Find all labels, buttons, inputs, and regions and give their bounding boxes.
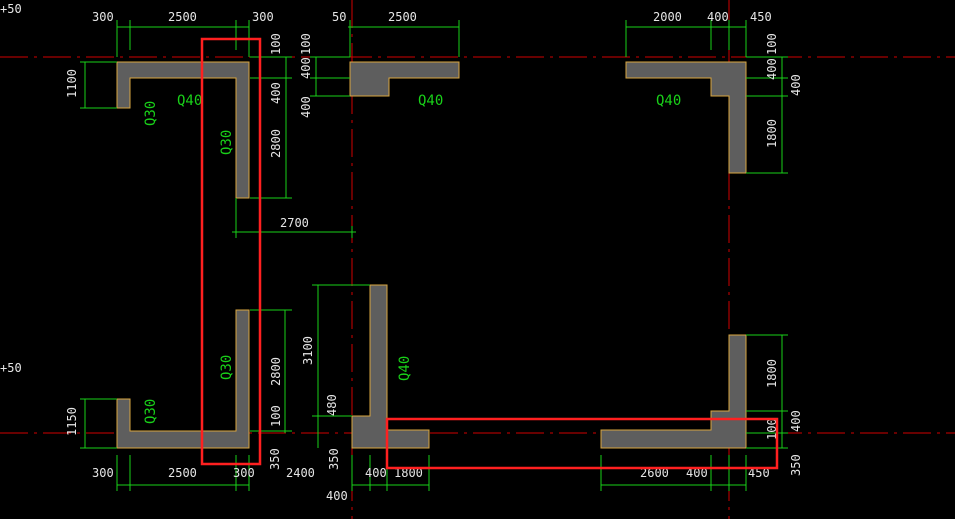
dim-text: 3100: [301, 336, 315, 365]
dim-text: 1100: [65, 69, 79, 98]
dim-text: 300: [92, 466, 114, 480]
dim-text: 400: [326, 489, 348, 503]
dim-text: 300: [233, 466, 255, 480]
dim-text: 400: [269, 82, 283, 104]
wall-bottom-middle: [351, 284, 430, 449]
dim-text: 400: [707, 10, 729, 24]
dim-text: 400: [365, 466, 387, 480]
wall-top-right: [625, 61, 747, 174]
dim-text: 400: [686, 466, 708, 480]
dim-text: 400: [765, 58, 779, 80]
dim-text: 300: [252, 10, 274, 24]
wall-label: Q40: [397, 356, 413, 381]
dim-text: 100: [269, 405, 283, 427]
dim-text: 1800: [765, 359, 779, 388]
wall-label: Q40: [177, 93, 202, 109]
dim-text: 2700: [280, 216, 309, 230]
dim-text: 450: [748, 466, 770, 480]
dim-text: 400: [789, 410, 803, 432]
wall-label: Q30: [219, 130, 235, 155]
dim-text: 2400: [286, 466, 315, 480]
dim-text: 350: [327, 448, 341, 470]
dim-text: 2500: [168, 466, 197, 480]
dim-text: 450: [750, 10, 772, 24]
dim-text: 2000: [653, 10, 682, 24]
dim-text: 2600: [640, 466, 669, 480]
axis-label-top-left: +50: [0, 2, 22, 16]
dim-text: 400: [789, 74, 803, 96]
wall-top-left: [116, 61, 250, 199]
wall-top-middle: [349, 61, 460, 97]
dim-text: 350: [789, 454, 803, 476]
dim-text: 1800: [765, 119, 779, 148]
dim-text: 2500: [168, 10, 197, 24]
dim-text: 1800: [394, 466, 423, 480]
highlight-box-horizontal: [385, 417, 779, 470]
dim-text: 480: [325, 394, 339, 416]
dim-text: 300: [92, 10, 114, 24]
wall-label: Q30: [143, 399, 159, 424]
dim-text: 100: [765, 418, 779, 440]
wall-label: Q30: [143, 101, 159, 126]
dim-text: 2800: [269, 357, 283, 386]
dim-text: 400: [299, 96, 313, 118]
highlight-box-vertical: [200, 37, 262, 466]
dimension-lines: 300 2500 300 50 2500 2000 400 450 1100 1…: [65, 10, 803, 503]
dim-text: 400: [299, 57, 313, 79]
dim-text: 100: [765, 33, 779, 55]
wall-bottom-right: [600, 334, 747, 449]
dim-text: 100: [269, 33, 283, 55]
dim-text: 350: [268, 448, 282, 470]
wall-labels: Q40 Q30 Q30 Q40 Q40 Q30 Q30 Q40: [143, 93, 681, 424]
walls: [116, 61, 747, 449]
wall-label: Q40: [418, 93, 443, 109]
axis-label-mid-left: +50: [0, 361, 22, 375]
wall-label: Q30: [219, 355, 235, 380]
dim-text: 100: [299, 33, 313, 55]
wall-label: Q40: [656, 93, 681, 109]
dim-text: 1150: [65, 407, 79, 436]
dim-text: 2800: [269, 129, 283, 158]
dim-text: 50: [332, 10, 346, 24]
dim-text: 2500: [388, 10, 417, 24]
